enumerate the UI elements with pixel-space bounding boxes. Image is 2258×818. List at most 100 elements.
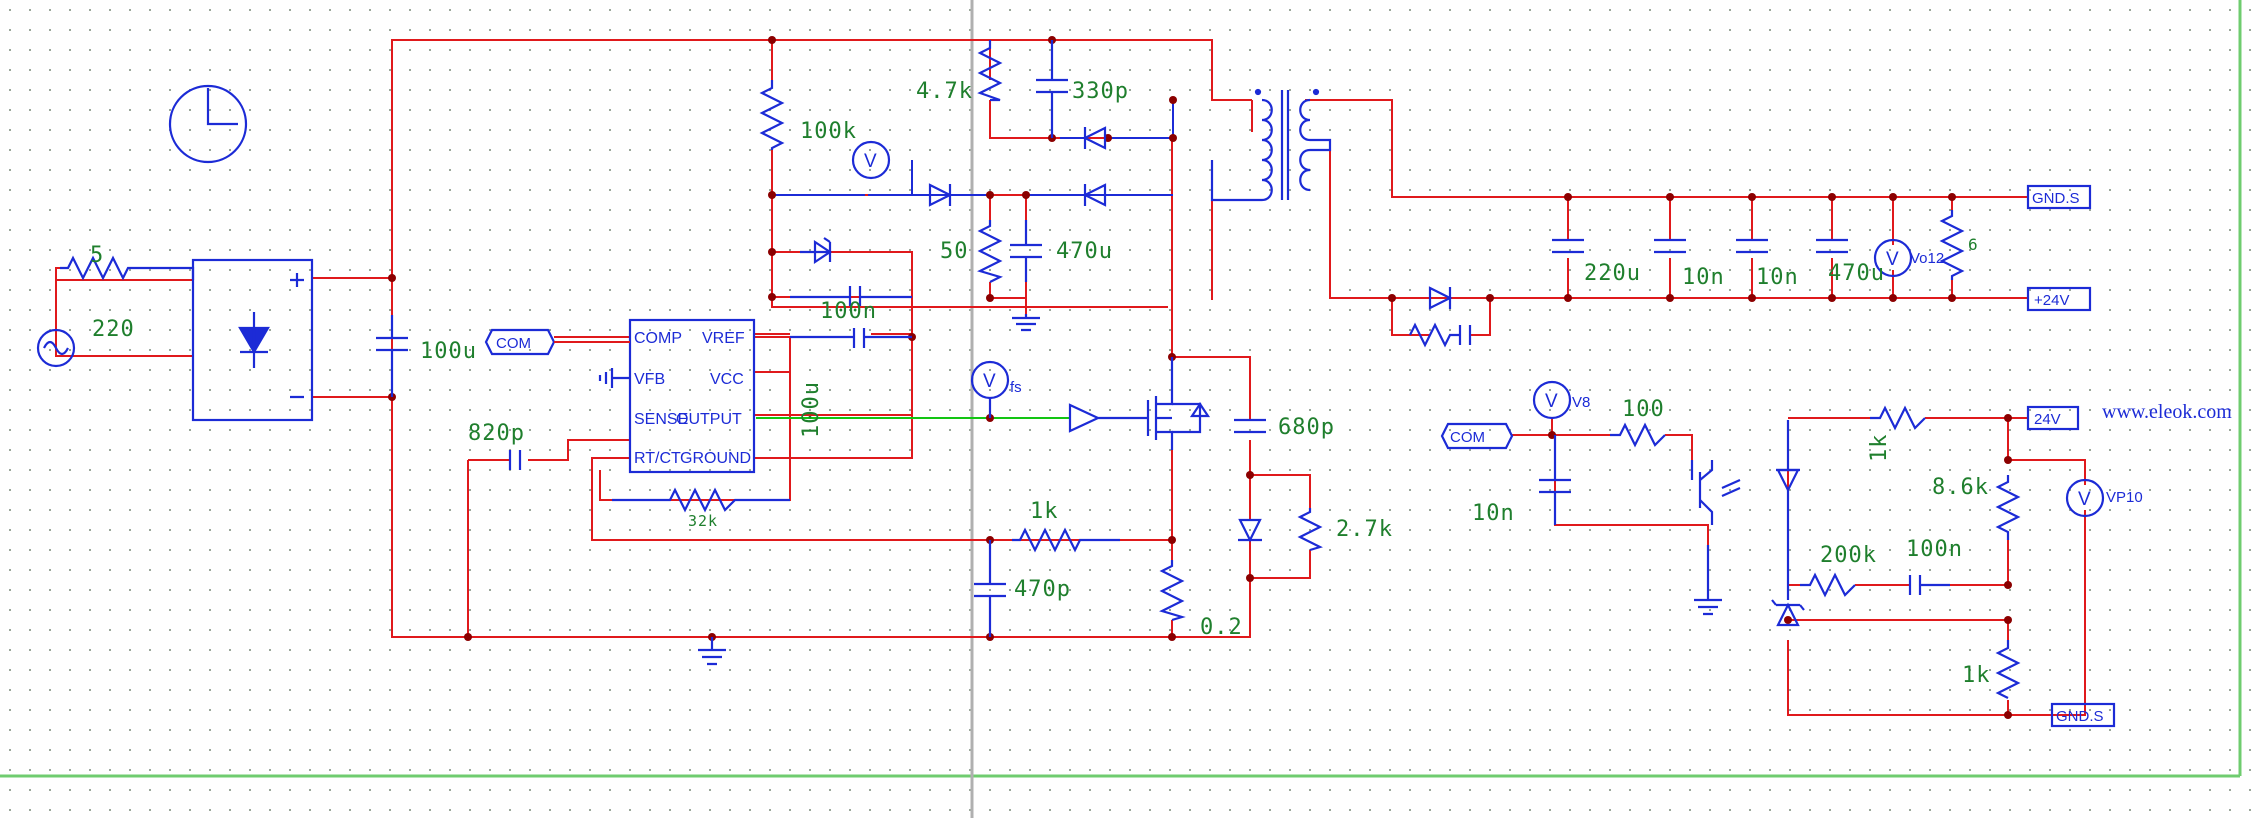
- label-c-fb: 10n: [1472, 501, 1515, 526]
- svg-text:V: V: [983, 371, 996, 392]
- label-r-load: 6: [1968, 235, 1979, 254]
- control-wires: [772, 100, 1174, 196]
- capacitor-out4: [1816, 238, 1848, 254]
- capacitor-rcd: [1234, 418, 1266, 434]
- ground-aux-icon: [1012, 314, 1040, 332]
- label-r-snub: 4.7k: [916, 79, 973, 104]
- capacitor-rtct: [508, 450, 522, 470]
- pwm-controller-ic: [628, 318, 756, 474]
- svg-text:VP10: VP10: [2106, 489, 2143, 506]
- resistor-load: [1939, 210, 1965, 280]
- label-c-snub: 330p: [1072, 79, 1129, 104]
- resistor-snubber: [977, 40, 1003, 102]
- svg-text:V: V: [864, 151, 877, 172]
- label-c-out3: 10n: [1756, 265, 1799, 290]
- capacitor-snubber: [1036, 40, 1068, 138]
- optocoupler-led: [1776, 420, 1800, 600]
- mosfet: [1146, 357, 1211, 450]
- capacitor-fb: [1539, 435, 1571, 525]
- svg-text:24V: 24V: [2034, 411, 2061, 428]
- resistor-div-low: [1995, 640, 2021, 699]
- label-c-rt: 820p: [468, 421, 525, 446]
- vfb-ground-icon: [598, 368, 630, 388]
- label-r-div-low: 1k: [1962, 663, 1991, 688]
- bridge-rectifier: [191, 258, 314, 422]
- label-c-bulk: 100u: [420, 339, 477, 364]
- terminal-com2: COM: [1440, 422, 1514, 450]
- resistor-comp: [1800, 572, 1856, 598]
- resistor-led: [1610, 422, 1666, 448]
- diode-snubber: [1082, 126, 1107, 150]
- voltmeter-vp: V VP10: [2065, 478, 2143, 518]
- svg-text:+24V: +24V: [2034, 292, 2069, 309]
- pin-output: OUTPUT: [676, 411, 742, 428]
- diode-rcd: [1238, 518, 1262, 543]
- capacitor-out1: [1552, 238, 1584, 254]
- label-r-led: 100: [1622, 397, 1665, 422]
- voltmeter-v8: V V8: [1532, 380, 1590, 420]
- label-r-div-up: 8.6k: [1932, 475, 1989, 500]
- capacitor-comp: [1908, 575, 1950, 595]
- pin-vfb: VFB: [634, 371, 665, 388]
- label-c-out2: 10n: [1682, 265, 1725, 290]
- optocoupler-transistor: [1690, 460, 1741, 525]
- label-r-in: 5: [90, 243, 104, 268]
- svg-text:fs: fs: [1010, 379, 1022, 396]
- svg-text:V8: V8: [1572, 394, 1590, 411]
- label-c-aux: 470u: [1056, 239, 1113, 264]
- diode-output: [1428, 286, 1453, 310]
- capacitor-vref: [790, 286, 912, 306]
- voltmeter-vcc: V: [851, 140, 891, 180]
- ground-main-icon: [698, 637, 726, 666]
- tl431-shunt: [1771, 599, 1805, 627]
- svg-text:COM: COM: [496, 335, 531, 352]
- gate-driver-buffer: [1068, 403, 1148, 433]
- label-c-comp: 100n: [1906, 537, 1963, 562]
- label-r-aux: 50: [940, 239, 969, 264]
- label-r-top: 1k: [1867, 434, 1892, 463]
- diode-aux: [928, 183, 953, 207]
- terminal-gnd-s2: GND.S: [2050, 702, 2116, 728]
- label-c-out4: 470u: [1828, 261, 1885, 286]
- label-r-comp: 200k: [1820, 543, 1877, 568]
- label-c-ref: 100n: [820, 299, 877, 324]
- svg-text:V: V: [2078, 489, 2091, 510]
- resistor-rcd: [1297, 508, 1323, 552]
- svg-text:Vo12: Vo12: [1910, 250, 1944, 267]
- capacitor-aux: [1010, 220, 1042, 282]
- resistor-rtct: [660, 487, 790, 513]
- label-r-startup: 100k: [800, 119, 857, 144]
- zener-diode: [800, 237, 832, 265]
- capacitor-out-snubber: [1458, 325, 1472, 345]
- resistor-sense-filter: [1012, 527, 1120, 553]
- label-v-src: 220: [92, 317, 135, 342]
- label-r-sense: 0.2: [1200, 615, 1243, 640]
- resistor-aux: [977, 220, 1003, 283]
- voltmeter-output: V Vo12: [1873, 238, 1944, 278]
- pin-comp: COMP: [634, 330, 682, 347]
- resistor-top: [1870, 405, 1926, 431]
- svg-text:V: V: [1886, 249, 1899, 270]
- svg-text:COM: COM: [1450, 429, 1485, 446]
- label-c-sense-f: 470p: [1014, 577, 1071, 602]
- pin-ground: GROUND: [680, 450, 751, 467]
- pin-rtct: RT/CT: [634, 450, 681, 467]
- diode-aux2: [1082, 183, 1107, 207]
- ground-fb-icon: [1694, 545, 1722, 616]
- capacitor-out3: [1736, 238, 1768, 254]
- terminal-24v: 24V: [2026, 405, 2080, 431]
- svg-text:GND.S: GND.S: [2032, 190, 2080, 207]
- terminal-com: COM: [484, 328, 556, 356]
- terminal-gnd-s: GND.S: [2026, 184, 2092, 210]
- svg-text:V: V: [1545, 391, 1558, 412]
- label-c-rcd: 680p: [1278, 415, 1335, 440]
- watermark-url: www.eleok.com: [2102, 401, 2232, 423]
- label-r-rt: 32k: [688, 512, 718, 530]
- svg-text:GND.S: GND.S: [2056, 708, 2104, 725]
- capacitor-sense-filter: [974, 540, 1006, 637]
- resistor-startup: [759, 80, 785, 150]
- terminal-plus24: +24V: [2026, 286, 2092, 312]
- resistor-out-snubber: [1409, 322, 1460, 348]
